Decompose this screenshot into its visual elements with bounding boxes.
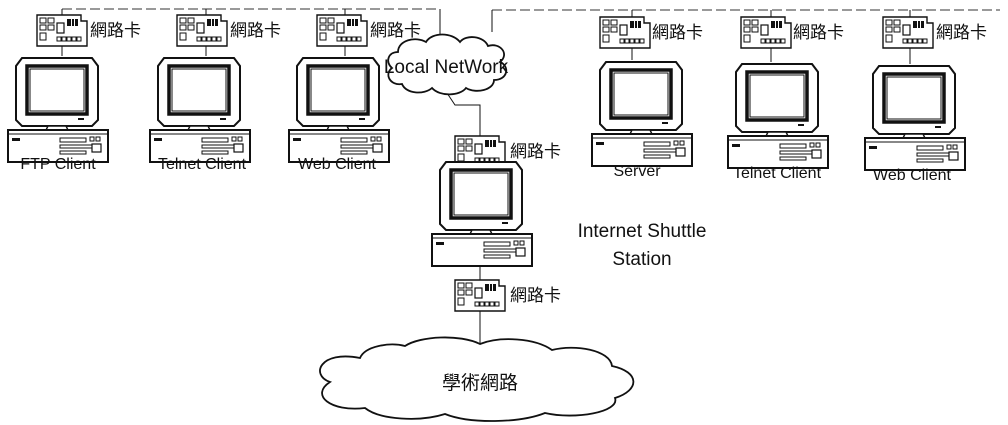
ftp-client-node: 網路卡 FTP Client — [6, 14, 141, 173]
client-label: Web Client — [298, 156, 377, 173]
network-card-icon — [740, 16, 792, 49]
network-card-label: 網路卡 — [936, 23, 987, 42]
desktop-computer-icon — [590, 60, 694, 168]
desktop-computer-icon — [6, 56, 110, 164]
desktop-computer-icon — [287, 56, 391, 164]
desktop-computer-icon — [148, 56, 252, 164]
client-label: FTP Client — [20, 156, 96, 173]
telnet-client-node-left: 網路卡 Telnet Client — [148, 14, 281, 173]
server-node: 網路卡 Server — [590, 16, 703, 180]
network-card-label: 網路卡 — [370, 21, 421, 40]
telnet-client-node-right: 網路卡 Telnet Client — [726, 16, 844, 182]
network-card-label: 網路卡 — [652, 23, 703, 42]
desktop-computer-icon — [726, 62, 830, 170]
academic-network-cloud: 學術網路 — [319, 336, 635, 422]
network-card-icon — [599, 16, 651, 49]
cloud-icon — [387, 33, 508, 96]
network-card-label: 網路卡 — [230, 21, 281, 40]
network-card-icon — [882, 16, 934, 49]
client-label: Web Client — [873, 167, 952, 184]
network-card-icon — [36, 14, 88, 47]
network-card-icon — [176, 14, 228, 47]
network-card-icon — [316, 14, 368, 47]
shuttle-station-label-line2: Station — [612, 249, 671, 270]
desktop-computer-icon — [430, 160, 534, 268]
network-card-label: 網路卡 — [510, 286, 561, 305]
client-label: Server — [613, 163, 661, 180]
web-client-node-left: 網路卡 Web Client — [287, 14, 421, 173]
client-label: Telnet Client — [158, 156, 247, 173]
shuttle-station-label-line1: Internet Shuttle — [578, 221, 707, 242]
local-network-cloud: Local NetWork — [384, 33, 509, 96]
network-card-label: 網路卡 — [510, 142, 561, 161]
shuttle-station-node: 網路卡 Internet Shuttle Station 網路卡 — [430, 135, 707, 312]
network-card-label: 網路卡 — [90, 21, 141, 40]
academic-network-label: 學術網路 — [442, 372, 518, 394]
local-network-label: Local NetWork — [384, 57, 509, 78]
cloud-icon — [319, 336, 635, 422]
desktop-computer-icon — [863, 64, 967, 172]
client-label: Telnet Client — [733, 165, 822, 182]
web-client-node-right: 網路卡 Web Client — [863, 16, 987, 184]
network-card-label: 網路卡 — [793, 23, 844, 42]
network-card-icon — [454, 279, 506, 312]
